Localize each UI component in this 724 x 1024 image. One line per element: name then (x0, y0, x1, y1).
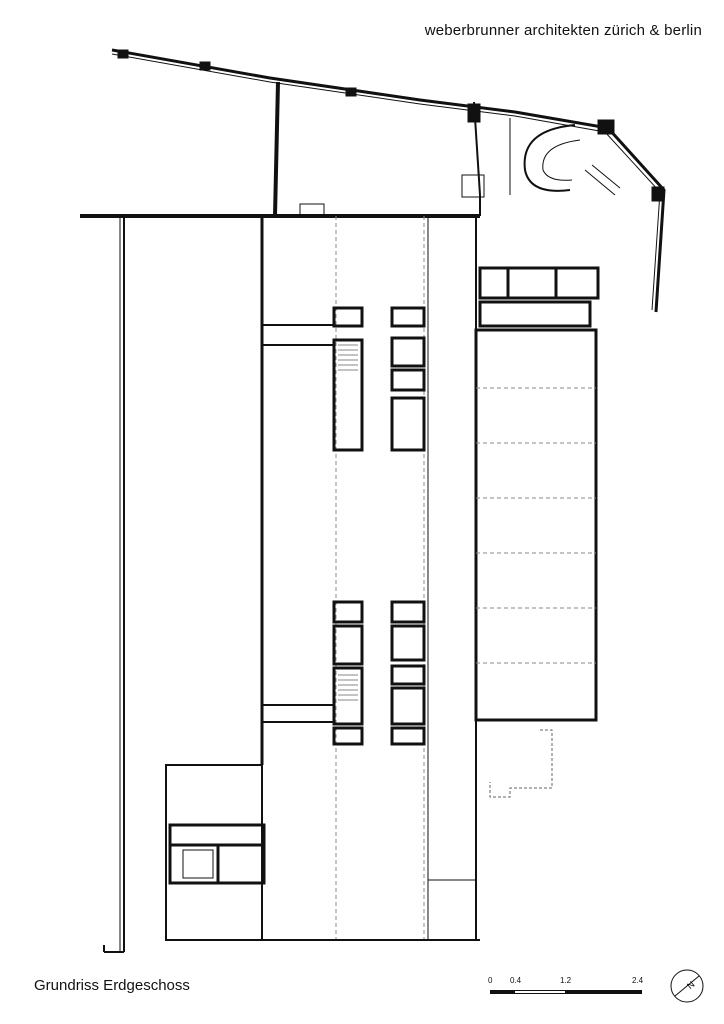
main-hall (260, 216, 477, 940)
scale-tick-label: 2.4 (632, 976, 644, 985)
scale-bar: 0 0.4 1.2 2.4 (486, 976, 646, 1000)
core-blocks (332, 306, 426, 746)
office-title: weberbrunner architekten zürich & berlin (424, 22, 702, 39)
scale-tick-label: 1.2 (560, 976, 572, 985)
scale-bar-segment (490, 990, 515, 994)
east-bays (474, 328, 598, 798)
scale-bar-segment (565, 990, 642, 994)
plan-caption: Grundriss Erdgeschoss (34, 977, 190, 994)
west-strip (103, 216, 125, 953)
scale-tick-label: 0 (488, 976, 493, 985)
stair-hatching (338, 344, 358, 701)
south-end (166, 765, 480, 941)
north-wing (80, 48, 666, 313)
service-rooms (478, 266, 600, 328)
south-west-wing (165, 764, 266, 941)
north-arrow-icon: N (670, 969, 704, 1003)
north-label: N (685, 979, 696, 991)
scale-tick-label: 0.4 (510, 976, 522, 985)
